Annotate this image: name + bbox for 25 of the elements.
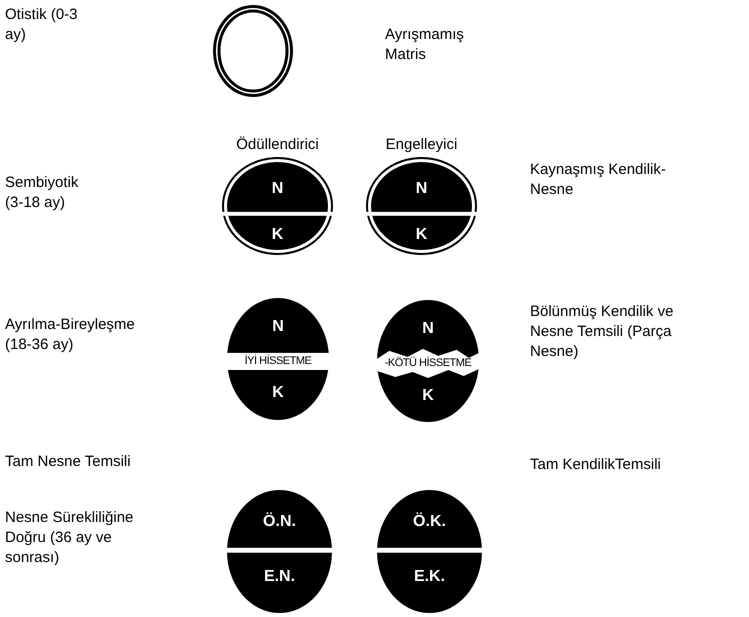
column-heading: Ödüllendirici — [235, 135, 320, 155]
oval-letter: N — [272, 317, 284, 338]
oval-letter: N — [422, 319, 434, 340]
oval-letter: K — [422, 386, 434, 406]
oval-letter: N — [416, 179, 428, 200]
oval-letter: K — [272, 225, 284, 246]
stage-label: Tam Nesne Temsili — [5, 452, 132, 472]
oval-letter: Ö.N. — [263, 512, 296, 532]
oval-letter: Ö.K. — [413, 512, 446, 532]
stage-label: Ayrılma-Bireyleşme (18-36 ay) — [5, 315, 136, 355]
stage-label: Kaynaşmış Kendilik-Nesne — [530, 160, 667, 200]
stage-label: Ayrışmamış Matris — [385, 25, 465, 65]
stage-label: Bölünmüş Kendilik ve Nesne Temsili (Parça Nesne) — [530, 302, 674, 362]
stage-label: Sembiyotik (3-18 ay) — [5, 173, 80, 213]
band-label: İYİ HİSSETME — [244, 355, 312, 368]
stage-label: Nesne Sürekliliğine Doğru (36 ay ve sonrası) — [5, 508, 134, 568]
oval-letter: K — [416, 225, 428, 246]
oval-letter: N — [272, 179, 284, 200]
oval-letter: E.K. — [414, 567, 446, 588]
band-label: -KÖTÜ HİSSETME — [384, 357, 472, 370]
column-heading: Engelleyici — [384, 135, 458, 155]
oval-letter: K — [272, 383, 284, 404]
stage-label: Otistik (0-3 ay) — [5, 5, 79, 45]
oval-letter: E.N. — [264, 567, 296, 588]
stage-label: Tam KendilikTemsili — [530, 455, 662, 475]
